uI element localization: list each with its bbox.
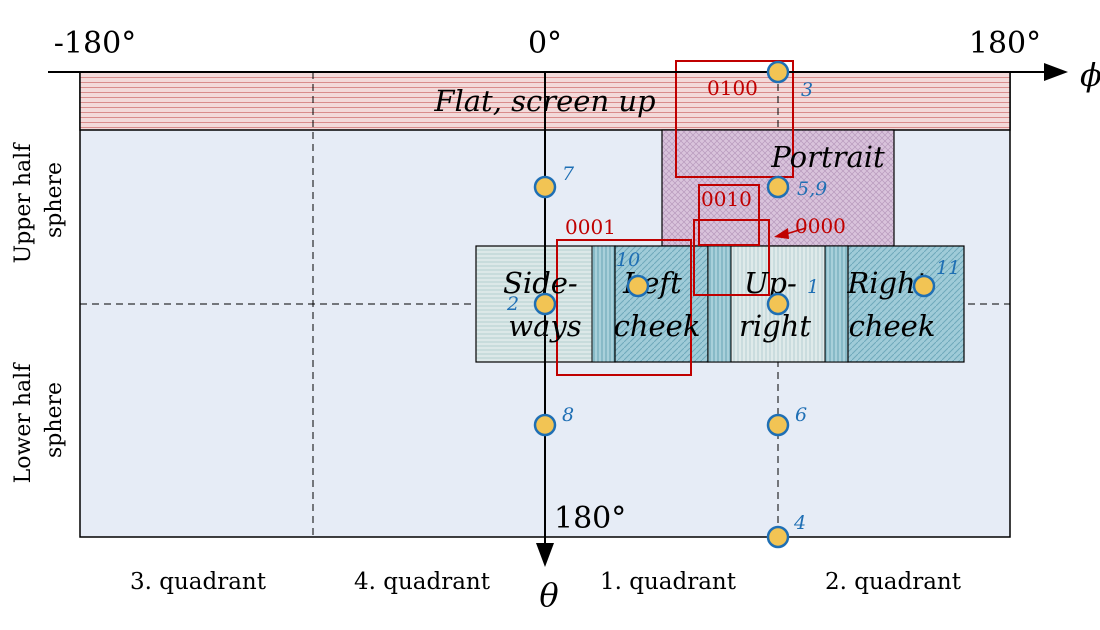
theta-tick-180: 180° [554,501,626,536]
point-label-4: 4 [793,512,806,534]
point-marker-3 [766,60,790,84]
point-label-1: 1 [807,276,819,298]
point-label-6: 6 [795,404,807,426]
point-marker-4 [766,525,790,549]
quadrant-2-label: 2. quadrant [825,569,962,595]
theta-axis-label: θ [539,576,558,614]
code-0100-label: 0100 [707,76,758,100]
lower-hemisphere-line-2: sphere [42,382,67,458]
right-cheek-region [847,245,965,363]
point-label-8: 8 [562,404,574,426]
lower-hemisphere-line-1: Lower half [11,362,36,484]
upper-hemisphere-line-1: Upper half [11,142,36,264]
point-marker-1 [766,292,790,316]
upright-left-strip [707,245,732,363]
upright-label-line-1: Up- [744,266,797,300]
theta-axis-arrowhead [536,543,554,567]
flat-screen-up-label: Flat, screen up [433,84,655,118]
code-box-0000 [693,219,770,296]
right-cheek-label-line-2: cheek [849,309,936,343]
point-label-3: 3 [801,79,813,101]
code-box-0100 [675,60,794,178]
phi-axis-arrowhead [1044,63,1068,81]
sideways-cheek-strip [591,245,616,363]
quadrant-4-label: 4. quadrant [354,569,491,595]
upper-hemisphere-line-2: sphere [42,162,67,238]
point-label-2: 2 [506,293,519,315]
point-marker-10 [626,274,650,298]
code-0000-arrow [785,227,807,235]
upright-label: Up- right [739,266,811,343]
left-cheek-label-line-2: cheek [614,309,701,343]
lower-hemisphere-label: Lower half sphere [11,357,67,484]
upper-hemisphere-label: Upper half sphere [11,137,67,264]
code-0010-label: 0010 [701,187,752,211]
code-0000-label: 0000 [795,214,846,238]
orientation-points [533,60,936,549]
quadrant-3-label: 3. quadrant [130,569,267,595]
code-box-0010 [698,184,760,246]
point-marker-7 [533,175,557,199]
point-marker-11 [912,274,936,298]
point-marker-5-9 [766,175,790,199]
phi-tick-180: 180° [969,26,1041,61]
point-label-11: 11 [936,257,960,279]
phi-tick-0: 0° [528,26,562,61]
point-marker-2 [533,292,557,316]
point-label-7: 7 [562,163,575,185]
quadrant-1-label: 1. quadrant [600,569,737,595]
right-cheek-label: Right cheek [846,266,936,343]
point-label-10: 10 [616,249,640,271]
point-marker-6 [766,413,790,437]
portrait-label: Portrait [770,140,885,174]
code-0001-label: 0001 [565,215,616,239]
code-box-0001 [556,239,692,376]
left-cheek-region [614,245,709,363]
phi-axis-label: ϕ [1080,56,1100,94]
code-0000-arrow-head [774,228,789,239]
point-marker-8 [533,413,557,437]
upright-right-strip [824,245,849,363]
phi-tick-minus-180: -180° [54,26,136,61]
point-label-5-9: 5,9 [797,178,827,200]
